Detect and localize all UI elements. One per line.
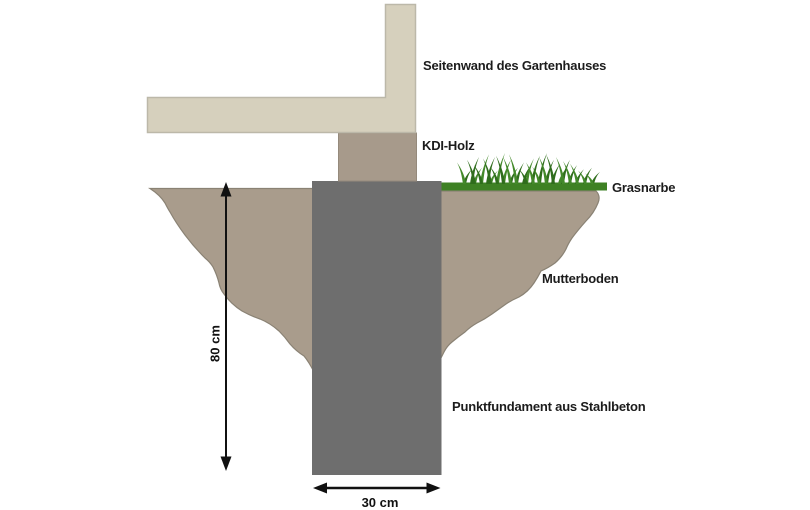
kdi-wood-shape — [338, 132, 417, 182]
label-kdi-wood: KDI-Holz — [422, 138, 475, 153]
grass-icon — [457, 152, 600, 184]
width-dimension-arrow — [313, 482, 441, 494]
height-dimension-arrow — [220, 182, 232, 471]
label-topsoil: Mutterboden — [542, 271, 619, 286]
label-foundation: Punktfundament aus Stahlbeton — [452, 399, 646, 414]
grass-sod-strip — [440, 182, 607, 191]
label-side-wall: Seitenwand des Gartenhauses — [423, 58, 607, 73]
topsoil-right-shape — [437, 190, 600, 362]
depth-dimension-label: 80 cm — [207, 325, 223, 362]
width-dimension-label: 30 cm — [361, 495, 399, 510]
side-wall-shape — [146, 3, 417, 134]
topsoil-left-shape — [147, 187, 315, 373]
label-grass-layer: Grasnarbe — [612, 180, 676, 195]
foundation-shape — [312, 181, 442, 475]
